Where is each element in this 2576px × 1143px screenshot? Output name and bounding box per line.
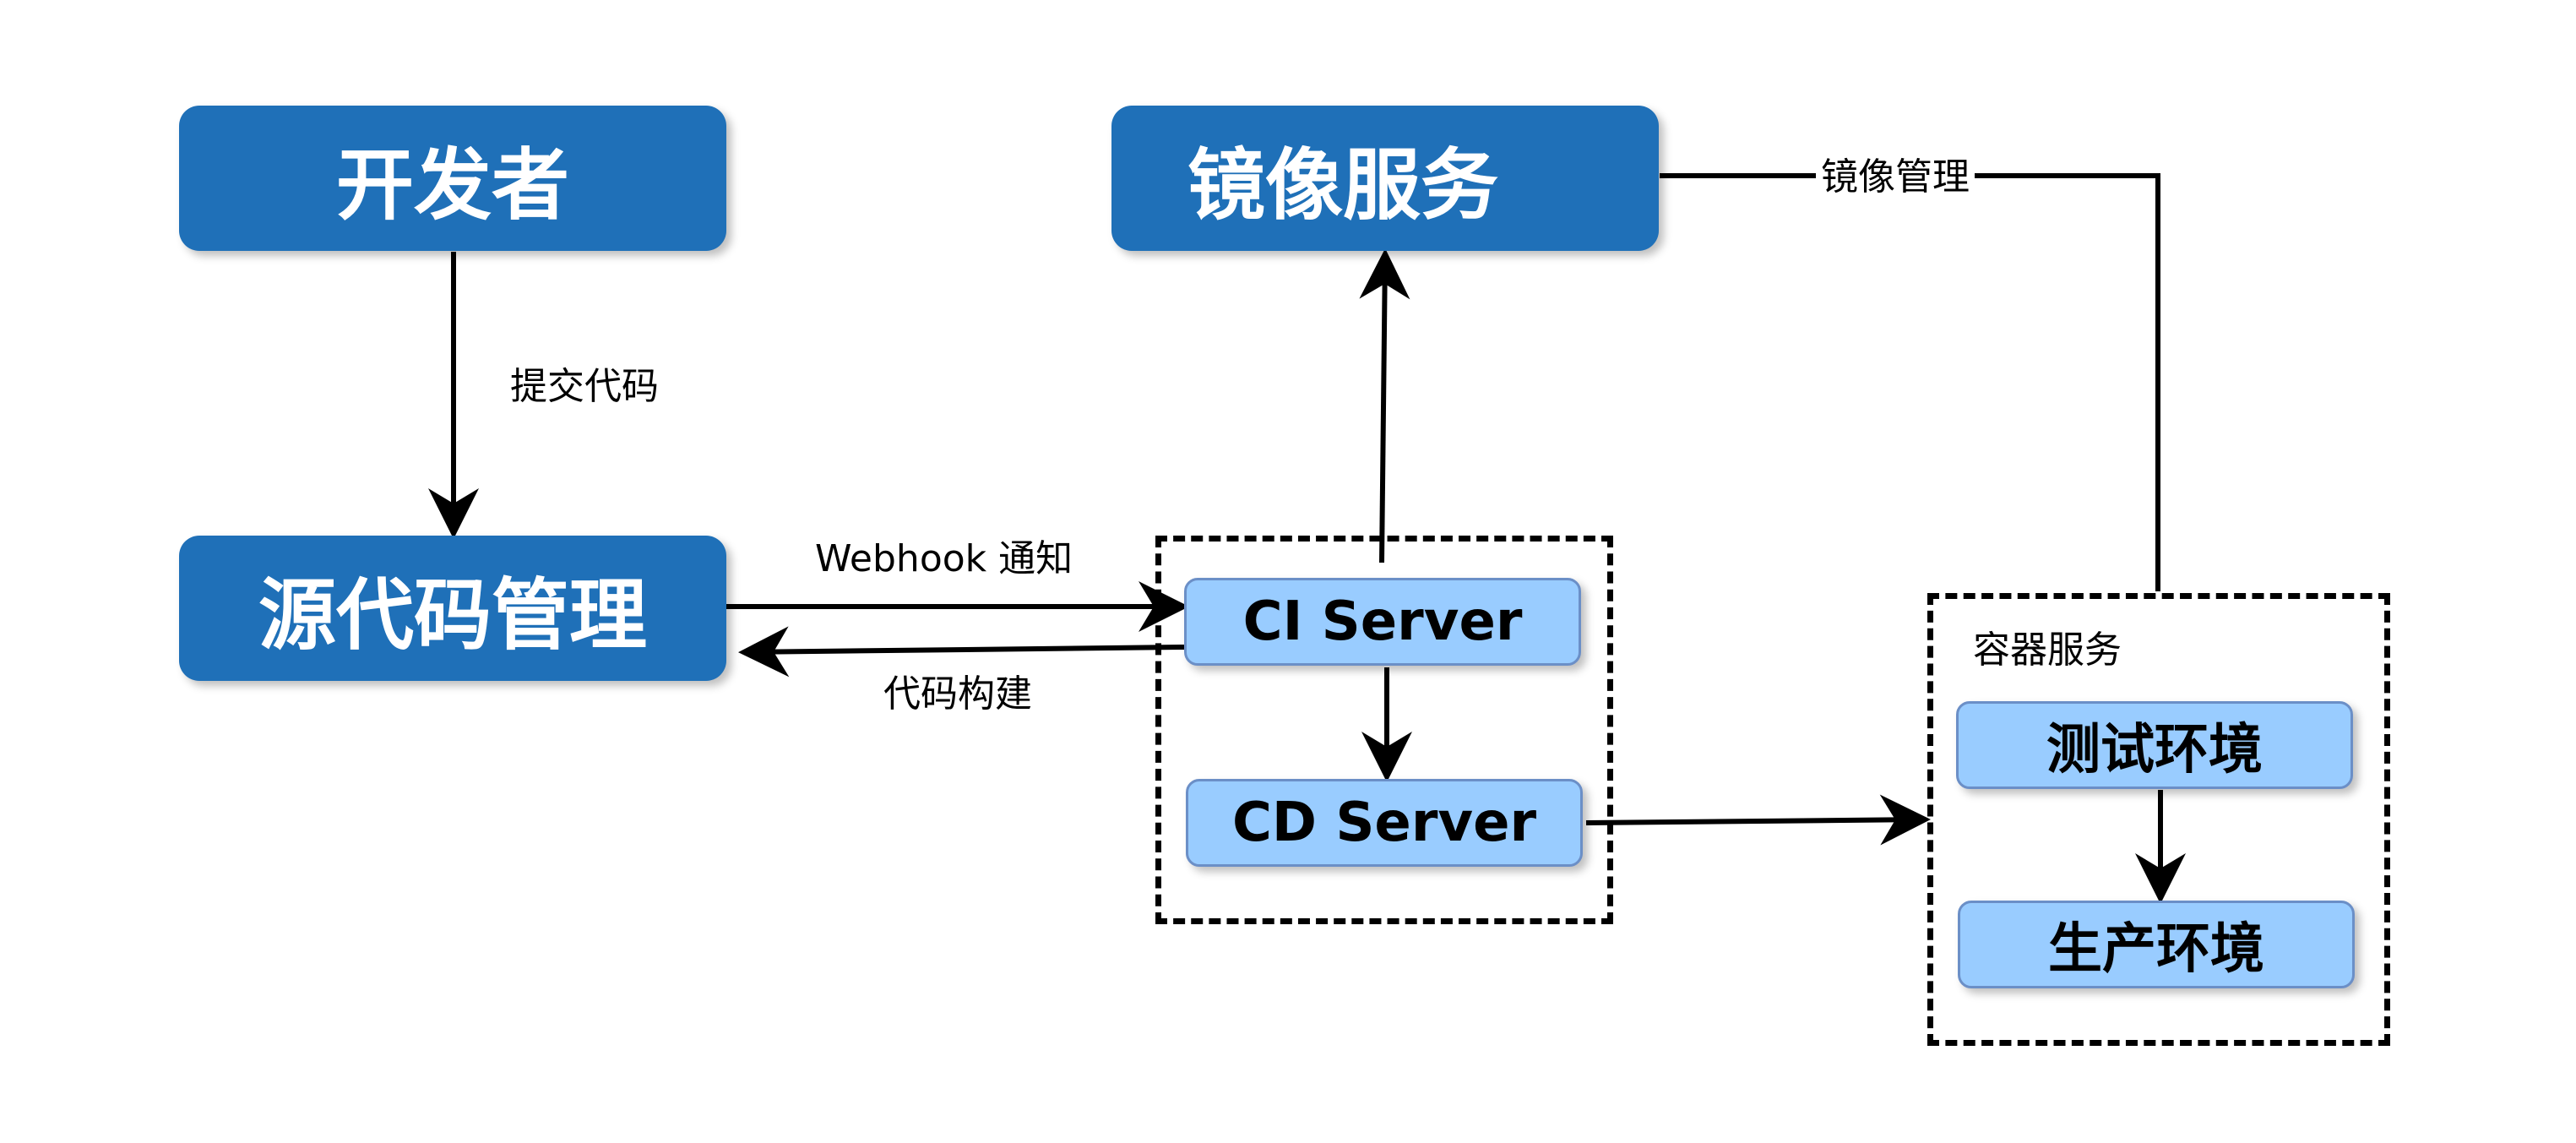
test-env-label: 测试环境 [2046, 719, 2263, 781]
commit-code-label: 提交代码 [510, 365, 659, 408]
ci-server-label: CI Server [1242, 591, 1523, 653]
source-control-node[interactable]: 源代码管理 [179, 536, 726, 681]
ci-cd-group [1155, 536, 1613, 924]
image-service-label: 镜像服务 [1187, 139, 1499, 231]
container-service-group [1927, 593, 2390, 1046]
arrow-ci-to-source [738, 626, 1185, 678]
cd-server-label: CD Server [1231, 792, 1537, 854]
cd-server-node[interactable]: CD Server [1186, 779, 1583, 867]
image-management-label: 镜像管理 [1816, 159, 1975, 196]
test-env-node[interactable]: 测试环境 [1956, 701, 2353, 789]
source-control-label: 源代码管理 [258, 569, 647, 661]
connector-image-management [1660, 173, 2160, 591]
code-build-label: 代码构建 [883, 672, 1032, 716]
container-service-label: 容器服务 [1973, 629, 2122, 672]
prod-env-node[interactable]: 生产环境 [1958, 901, 2355, 988]
developer-node[interactable]: 开发者 [179, 106, 726, 251]
arrow-ci-to-image-service [1359, 248, 1410, 563]
arrow-cd-to-container-service [1585, 794, 1931, 846]
developer-label: 开发者 [335, 139, 569, 231]
webhook-notify-label: Webhook 通知 [815, 537, 1073, 580]
ci-server-node[interactable]: CI Server [1184, 578, 1581, 666]
image-service-node[interactable]: 镜像服务 [1111, 106, 1659, 251]
prod-env-label: 生产环境 [2048, 918, 2264, 981]
